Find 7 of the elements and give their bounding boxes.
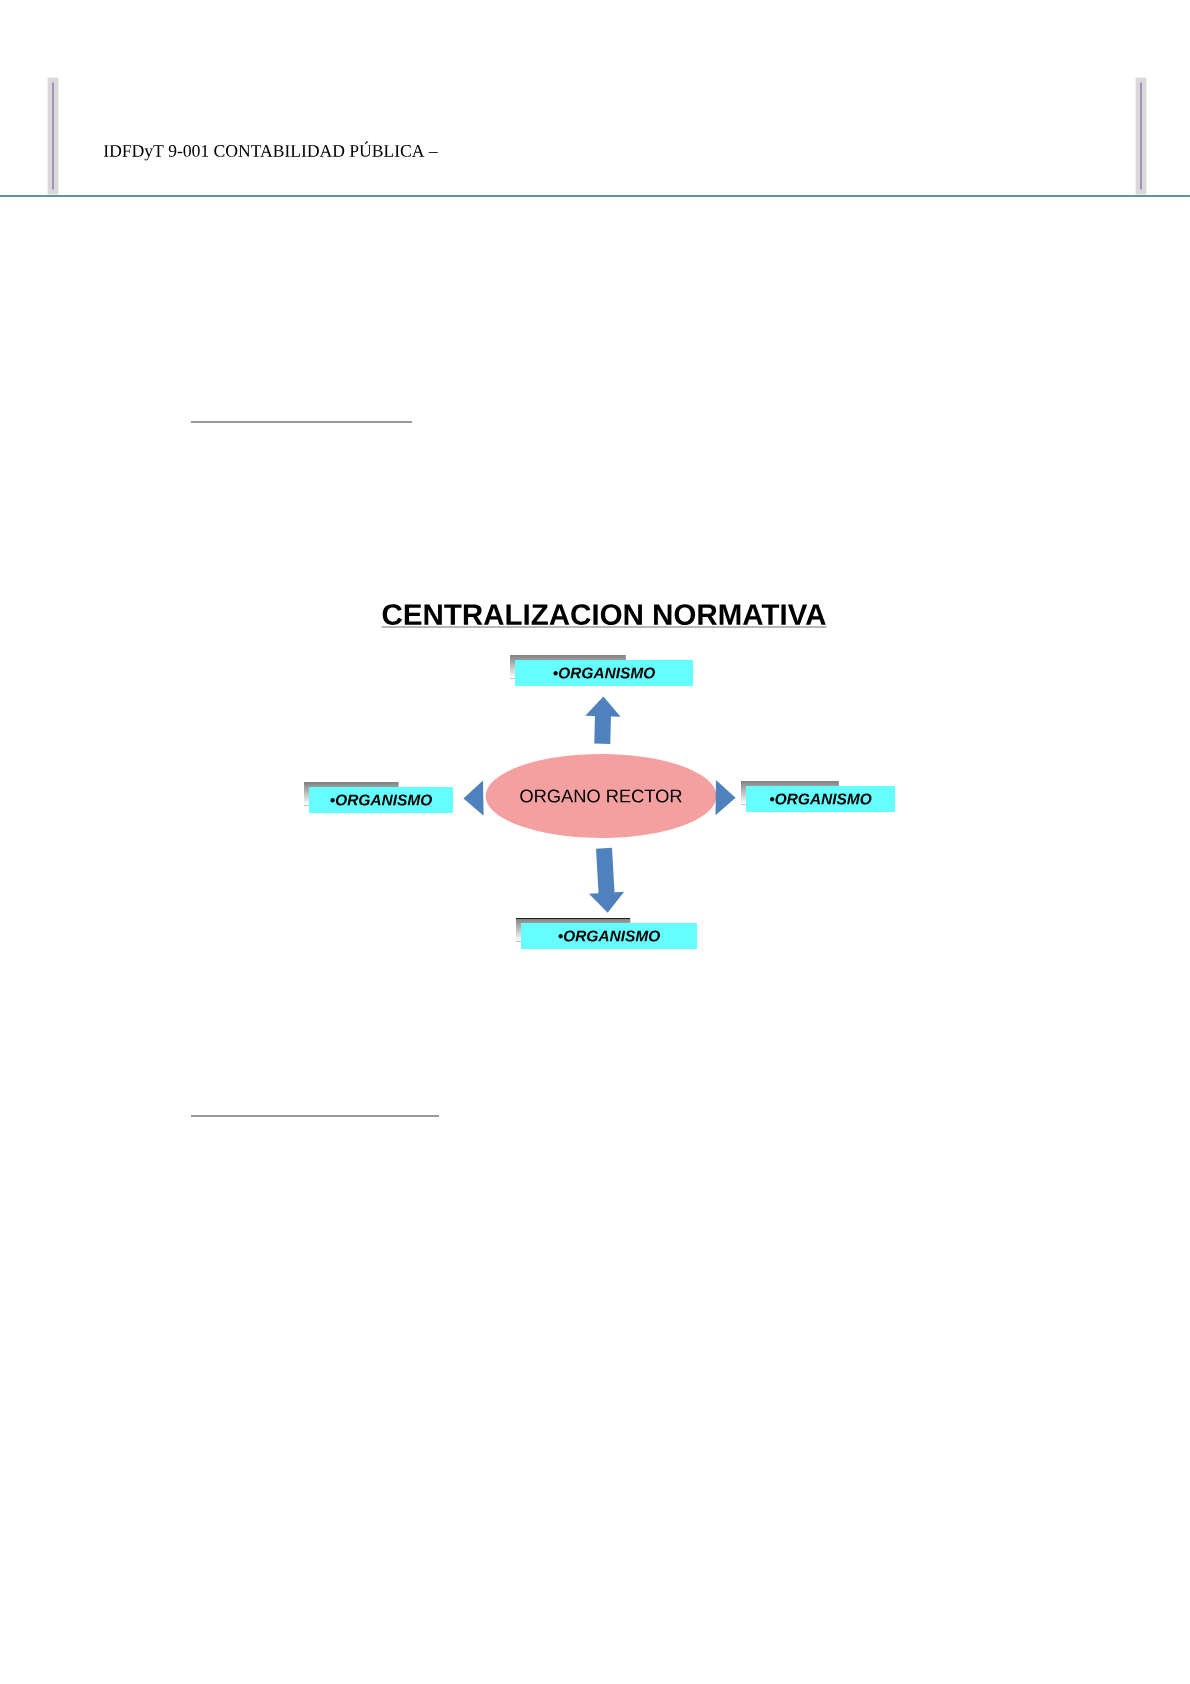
- ellipse-node: ORGANO RECTOR: [485, 754, 717, 838]
- organism-box: •ORGANISMO: [304, 782, 453, 813]
- organism-box: •ORGANISMO: [516, 918, 697, 949]
- header-text: IDFDyT 9-001 CONTABILIDAD PÚBLICA –: [103, 141, 438, 161]
- organism-box: •ORGANISMO: [741, 781, 895, 812]
- title: CENTRALIZACION NORMATIVA: [381, 604, 827, 628]
- organism-box: •ORGANISMO: [510, 655, 693, 686]
